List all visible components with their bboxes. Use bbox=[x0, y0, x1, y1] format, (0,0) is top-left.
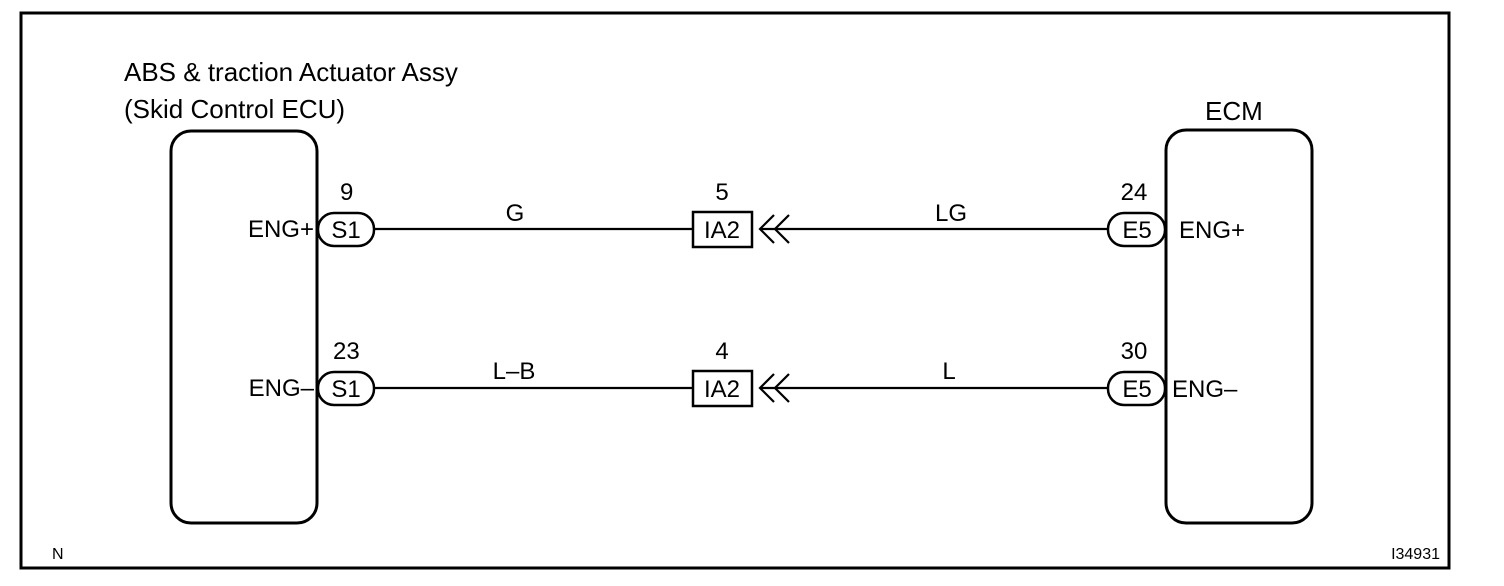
right-component-title: ECM bbox=[1205, 96, 1263, 126]
left-terminal-label: ENG– bbox=[249, 375, 315, 402]
left-pin-number: 9 bbox=[340, 179, 353, 206]
left-component-box bbox=[169, 129, 319, 525]
left-pin-number: 23 bbox=[333, 338, 360, 365]
right-wire-color: LG bbox=[935, 200, 967, 227]
left-component-title-line1: ABS & traction Actuator Assy bbox=[124, 57, 458, 87]
figure-id: I34931 bbox=[1391, 546, 1440, 563]
right-connector bbox=[1106, 211, 1167, 248]
junction-pin-number: 5 bbox=[715, 179, 728, 206]
junction-connector-box bbox=[691, 369, 754, 408]
left-component-title-line2: (Skid Control ECU) bbox=[124, 94, 345, 124]
circuit-eng-minus: ENG– 23 S1 L–B 4 IA2 L 30 E5 ENG– bbox=[249, 338, 1238, 408]
right-connector-label: E5 bbox=[1122, 376, 1151, 403]
junction-connector-label: IA2 bbox=[704, 217, 740, 244]
junction-connector-box bbox=[691, 210, 754, 249]
left-wire-color: L–B bbox=[493, 358, 536, 385]
right-pin-number: 24 bbox=[1121, 179, 1148, 206]
left-connector bbox=[316, 370, 376, 407]
junction-pin-number: 4 bbox=[715, 338, 728, 365]
right-terminal-label: ENG– bbox=[1172, 376, 1238, 403]
left-terminal-label: ENG+ bbox=[248, 216, 314, 243]
junction-double-arrow-icon bbox=[758, 214, 790, 244]
right-pin-number: 30 bbox=[1121, 338, 1148, 365]
junction-double-arrow-icon bbox=[758, 373, 790, 403]
footer-left-code: N bbox=[52, 546, 64, 563]
junction-connector-label: IA2 bbox=[704, 376, 740, 403]
left-connector-label: S1 bbox=[331, 376, 360, 403]
right-terminal-label: ENG+ bbox=[1179, 217, 1245, 244]
right-connector bbox=[1106, 370, 1167, 407]
right-connector-label: E5 bbox=[1122, 217, 1151, 244]
left-connector-label: S1 bbox=[331, 217, 360, 244]
right-wire-color: L bbox=[942, 358, 955, 385]
right-component-box bbox=[1164, 128, 1314, 525]
diagram-frame bbox=[19, 11, 1451, 570]
left-connector bbox=[316, 211, 376, 248]
circuit-eng-plus: ENG+ 9 S1 G 5 IA2 LG 24 E5 ENG+ bbox=[248, 179, 1245, 249]
left-wire-color: G bbox=[506, 200, 525, 227]
